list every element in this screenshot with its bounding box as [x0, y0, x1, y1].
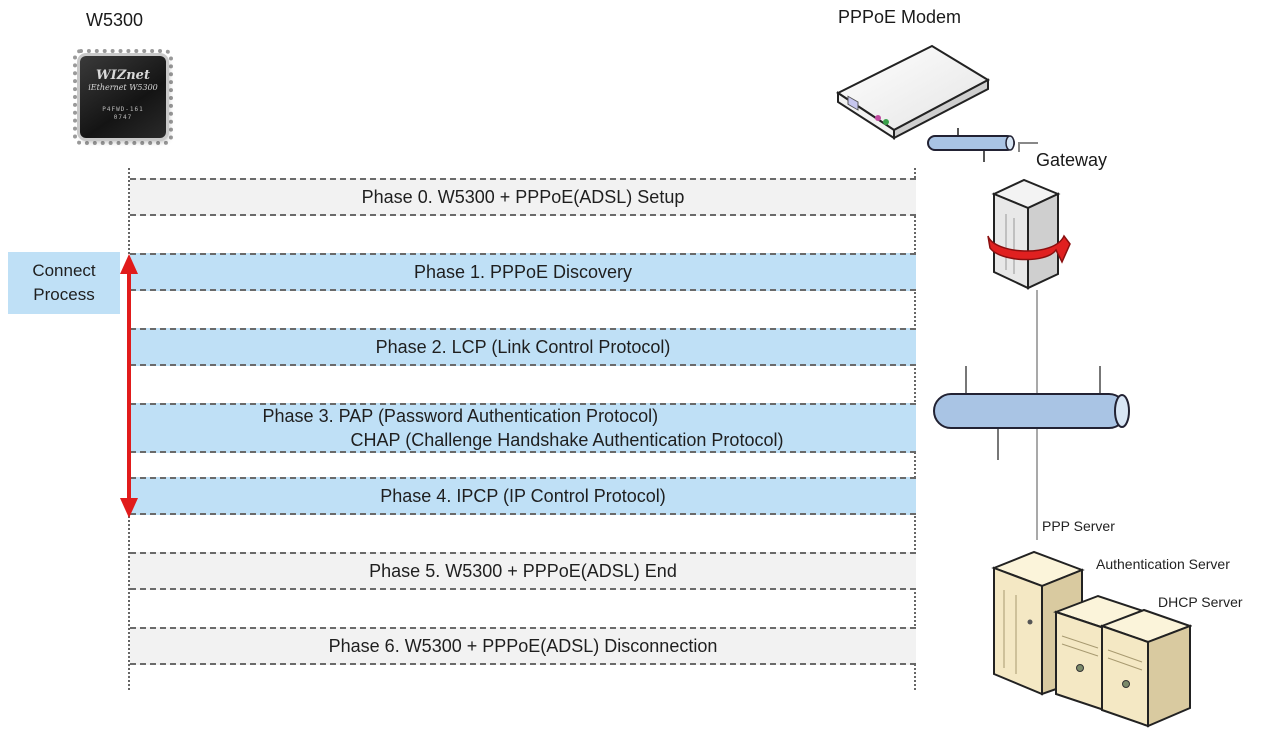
phase-0: Phase 0. W5300 + PPPoE(ADSL) Setup [130, 178, 916, 216]
dhcp-server-label: DHCP Server [1158, 594, 1243, 610]
phase-5-label: Phase 5. W5300 + PPPoE(ADSL) End [369, 560, 677, 581]
chip-icon: WIZnet iEthernet W5300 P4FWD-161 0747 [73, 49, 173, 145]
phase-1-label: Phase 1. PPPoE Discovery [413, 261, 633, 282]
modem-label: PPPoE Modem [838, 7, 962, 27]
gateway-label: Gateway [1036, 150, 1108, 170]
modem-to-gateway-line-a [1018, 142, 1020, 152]
phase-4: Phase 4. IPCP (IP Control Protocol) [130, 477, 916, 515]
modem-icon [836, 44, 991, 140]
modem-bus-icon [927, 128, 1015, 162]
modem-to-gateway-line-b [1018, 142, 1038, 144]
connect-process-line1: Connect [32, 261, 96, 280]
server-icon [991, 550, 1192, 728]
ppp-server-label: PPP Server [1042, 518, 1115, 534]
phase-3: Phase 3. PAP (Password Authentication Pr… [130, 403, 916, 453]
phase-5: Phase 5. W5300 + PPPoE(ADSL) End [130, 552, 916, 590]
chip-title: W5300 [86, 10, 144, 30]
phase-1: Phase 1. PPPoE Discovery [130, 253, 916, 291]
gateway-icon [987, 178, 1071, 290]
chip-code-line2: 0747 [113, 114, 133, 121]
phase-4-label: Phase 4. IPCP (IP Control Protocol) [380, 485, 666, 506]
phase-2: Phase 2. LCP (Link Control Protocol) [130, 328, 916, 366]
connect-process-line2: Process [33, 285, 95, 304]
phase-6: Phase 6. W5300 + PPPoE(ADSL) Disconnecti… [130, 627, 916, 665]
auth-server-label: Authentication Server [1096, 556, 1230, 572]
connect-process-arrow-icon [120, 254, 138, 518]
phase-0-label: Phase 0. W5300 + PPPoE(ADSL) Setup [361, 186, 685, 207]
network-bus-icon [933, 366, 1130, 460]
chip-logo-text: WIZnet [96, 68, 150, 83]
phase-2-label: Phase 2. LCP (Link Control Protocol) [375, 336, 671, 357]
chip-logo-subtext: iEthernet W5300 [88, 83, 158, 92]
connect-process-box: Connect Process [8, 252, 120, 314]
chip-code-line1: P4FWD-161 [102, 106, 144, 113]
phase-6-label: Phase 6. W5300 + PPPoE(ADSL) Disconnecti… [328, 635, 718, 656]
phase-3-line2: CHAP (Challenge Handshake Authentication… [350, 430, 784, 450]
phase-3-line1: Phase 3. PAP (Password Authentication Pr… [262, 406, 659, 426]
